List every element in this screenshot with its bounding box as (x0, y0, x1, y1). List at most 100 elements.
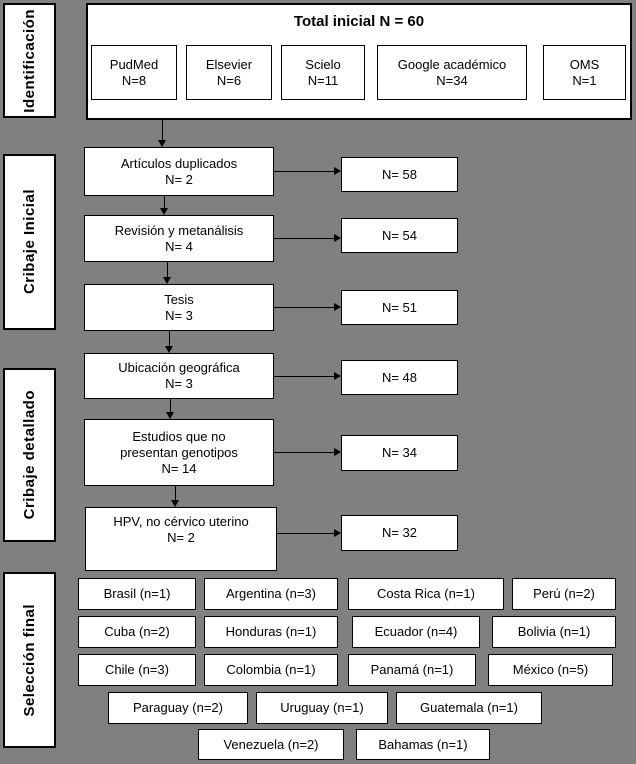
country-box-peru: Perú (n=2) (512, 578, 616, 610)
country-box-bolivia: Bolivia (n=1) (492, 616, 616, 648)
arrow-down-1 (158, 120, 166, 147)
stage-label-cribaje-inicial: Cribaje Inicial (3, 154, 56, 330)
stage-label-text: Identificación (21, 8, 38, 113)
flow-step-count: N= 3 (165, 307, 193, 323)
country-box-guatemala: Guatemala (n=1) (396, 692, 542, 724)
result-count: N= 51 (381, 299, 418, 315)
arrow-right-6 (277, 529, 341, 537)
arrow-right-1 (274, 167, 341, 175)
arrow-right-4 (274, 372, 341, 380)
arrow-right-5 (274, 448, 341, 456)
result-box-n51: N= 51 (341, 290, 458, 325)
arrow-down-5 (166, 399, 174, 419)
country-box-brasil: Brasil (n=1) (78, 578, 196, 610)
flow-box-tesis: Tesis N= 3 (84, 284, 274, 331)
result-box-n48: N= 48 (341, 360, 458, 395)
arrow-right-2 (274, 234, 341, 242)
source-box-google-academico: Google académico N=34 (377, 45, 527, 100)
flow-box-ubicacion-geografica: Ubicación geográfica N= 3 (84, 353, 274, 399)
flow-step-count: N= 3 (165, 376, 193, 391)
country-label: Bahamas (n=1) (378, 736, 468, 752)
country-label: Bolivia (n=1) (517, 624, 591, 639)
flow-step-label: Artículos duplicados (120, 155, 238, 171)
country-label: Chile (n=3) (105, 662, 169, 677)
country-box-colombia: Colombia (n=1) (204, 654, 338, 686)
source-name: OMS (569, 56, 600, 72)
stage-label-text: Selección final (21, 603, 38, 717)
source-box-elsevier: Elsevier N=6 (186, 45, 272, 100)
source-name: Scielo (305, 56, 341, 72)
country-box-venezuela: Venezuela (n=2) (198, 729, 344, 760)
country-label: México (n=5) (512, 662, 589, 677)
source-name: Google académico (397, 56, 507, 72)
flow-step-count: N= 2 (167, 530, 195, 545)
arrow-down-2 (160, 196, 168, 215)
source-box-oms: OMS N=1 (543, 45, 626, 100)
country-label: Perú (n=2) (533, 586, 595, 601)
flow-box-estudios-sin-genotipos: Estudios que no presentan genotipos N= 1… (84, 419, 274, 486)
country-box-uruguay: Uruguay (n=1) (256, 692, 388, 724)
result-box-n32: N= 32 (341, 515, 458, 551)
arrow-down-3 (163, 262, 171, 284)
result-count: N= 32 (381, 525, 418, 540)
source-count: N=11 (307, 72, 339, 88)
flow-box-articulos-duplicados: Artículos duplicados N= 2 (84, 147, 274, 196)
flow-step-label: HPV, no cérvico uterino (113, 514, 249, 529)
country-label: Brasil (n=1) (103, 586, 171, 601)
stage-label-text: Cribaje Inicial (21, 189, 38, 295)
arrow-down-4 (165, 331, 173, 353)
country-label: Ecuador (n=4) (374, 624, 458, 639)
source-count: N=8 (121, 72, 147, 88)
country-box-paraguay: Paraguay (n=2) (108, 692, 248, 724)
result-count: N= 58 (381, 166, 418, 182)
stage-label-cribaje-detallado: Cribaje detallado (3, 368, 56, 542)
country-box-panama: Panamá (n=1) (348, 654, 476, 686)
result-count: N= 34 (381, 445, 418, 460)
country-label: Honduras (n=1) (225, 624, 317, 639)
country-box-bahamas: Bahamas (n=1) (356, 729, 490, 760)
stage-label-seleccion-final: Selección final (3, 572, 56, 748)
country-box-ecuador: Ecuador (n=4) (352, 616, 480, 648)
flow-step-label: Tesis (164, 291, 194, 307)
country-label: Argentina (n=3) (226, 586, 316, 601)
flow-step-count: N= 14 (161, 460, 197, 476)
country-label: Uruguay (n=1) (280, 700, 364, 715)
country-label: Paraguay (n=2) (133, 700, 223, 715)
result-box-n34: N= 34 (341, 435, 458, 471)
arrow-down-6 (171, 486, 179, 507)
flow-box-revision-metanalisis: Revisión y metanálisis N= 4 (84, 215, 274, 262)
stage-label-text: Cribaje detallado (21, 390, 38, 520)
country-label: Colombia (n=1) (226, 662, 316, 677)
result-count: N= 48 (381, 369, 418, 385)
country-label: Guatemala (n=1) (420, 700, 518, 715)
country-box-mexico: México (n=5) (488, 654, 613, 686)
source-box-pudmed: PudMed N=8 (91, 45, 177, 100)
country-label: Cuba (n=2) (104, 624, 170, 639)
country-box-chile: Chile (n=3) (78, 654, 196, 686)
result-box-n58: N= 58 (341, 157, 458, 192)
flow-step-label: Ubicación geográfica (118, 360, 240, 375)
source-name: Elsevier (205, 56, 253, 72)
source-count: N=6 (216, 72, 242, 88)
flow-step-count: N= 2 (165, 171, 193, 187)
source-name: PudMed (109, 56, 159, 72)
country-box-cuba: Cuba (n=2) (78, 616, 196, 648)
arrow-right-3 (274, 303, 341, 311)
source-count: N=1 (572, 72, 597, 88)
flow-box-hpv-no-cervico-uterino: HPV, no cérvico uterino N= 2 (85, 507, 277, 571)
source-count: N=34 (436, 72, 468, 88)
result-box-n54: N= 54 (341, 218, 458, 253)
flow-step-label: Estudios que no presentan genotipos (120, 428, 238, 460)
country-label: Costa Rica (n=1) (377, 586, 475, 601)
country-box-argentina: Argentina (n=3) (204, 578, 338, 610)
stage-label-identificacion: Identificación (3, 3, 56, 118)
country-label: Panamá (n=1) (370, 662, 454, 677)
country-box-costa-rica: Costa Rica (n=1) (348, 578, 504, 610)
flow-step-count: N= 4 (165, 238, 193, 254)
result-count: N= 54 (381, 227, 418, 243)
total-initial-title: Total inicial N = 60 (293, 13, 425, 30)
source-box-scielo: Scielo N=11 (281, 45, 365, 100)
country-label: Venezuela (n=2) (223, 736, 319, 752)
country-box-honduras: Honduras (n=1) (204, 616, 338, 648)
